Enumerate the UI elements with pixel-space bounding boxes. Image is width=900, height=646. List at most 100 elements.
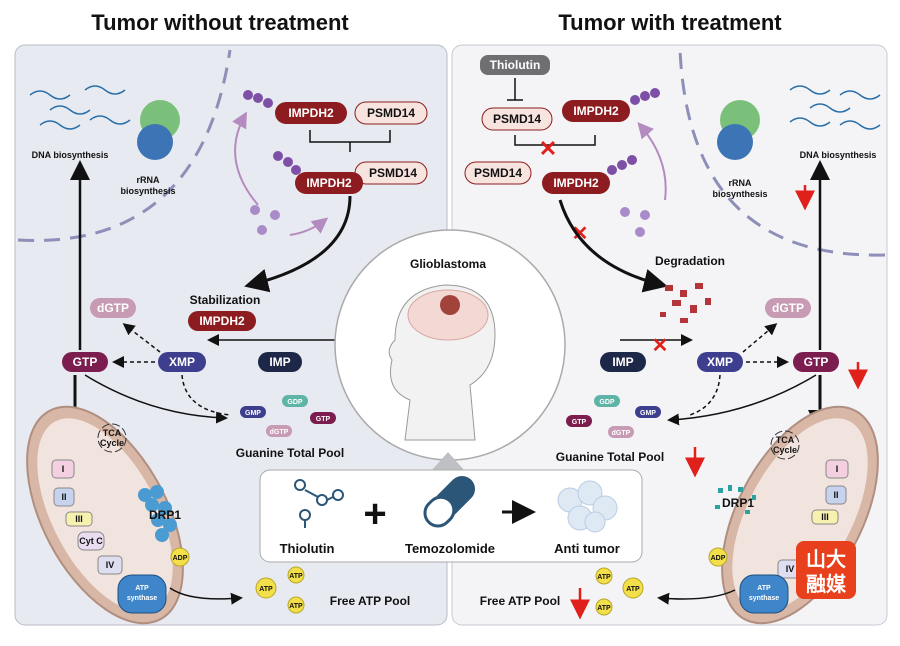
adp-molecule (708, 547, 728, 567)
binding-bracket (309, 130, 391, 152)
xmp-to-dgtp-arrow (122, 323, 161, 353)
psmd14-label: PSMD14 (474, 166, 522, 180)
impdh2-label: IMPDH2 (306, 176, 352, 190)
recycle-arrow (232, 111, 259, 206)
electron-transport-chain: I II III Cyt C IV (51, 459, 123, 575)
atp-synthase-label: ATP (135, 585, 149, 592)
atp-molecules: ATP ATP ATP (595, 567, 644, 616)
atp-export-arrow (169, 587, 243, 605)
impdh2-pill (188, 311, 256, 331)
glioblastoma-label: Glioblastoma (410, 257, 486, 271)
ubiquitin-bound (620, 207, 650, 237)
nucleus-membrane-left (17, 49, 232, 242)
ubiquitin-chain (607, 88, 660, 175)
inhibition-line (507, 78, 523, 101)
gtp-pill (62, 352, 108, 372)
rrna-label-left-2: biosynthesis (120, 186, 175, 196)
impdh2-label: IMPDH2 (288, 106, 334, 120)
gtp-label: GTP (316, 416, 331, 423)
psmd14-label: PSMD14 (369, 166, 417, 180)
thiolutin-pill (480, 55, 550, 75)
svg-text:ATP: ATP (289, 603, 303, 610)
gtp-pill (793, 352, 839, 372)
svg-text:ATP: ATP (259, 586, 273, 593)
nucleus-membrane-right (678, 49, 886, 257)
degraded-fragments (660, 283, 711, 323)
thiolutin-structure-icon (294, 479, 344, 528)
rrna-label-left: rRNA (136, 175, 160, 185)
drp1-label: DRP1 (722, 496, 754, 510)
thiolutin-label: Thiolutin (280, 541, 335, 556)
gtp-pill (566, 415, 592, 427)
atp-synthase (117, 574, 167, 614)
svg-text:TCA: TCA (776, 435, 795, 445)
atp-synthase (739, 574, 789, 614)
gtp-label: GTP (804, 355, 829, 369)
impdh2-pill (542, 172, 610, 194)
drp1-label: DRP1 (149, 508, 181, 522)
ubiquitin-chain (243, 90, 301, 175)
psmd14-pill (481, 107, 553, 131)
gtp-label: GTP (572, 419, 587, 426)
impdh2-label: IMPDH2 (199, 314, 245, 328)
block-x-icon: ✕ (652, 335, 669, 357)
atp-synthase-label: ATP (757, 585, 771, 592)
impdh2-pill (295, 172, 363, 194)
svg-text:IV: IV (106, 560, 115, 570)
atp-synthase-label-2: synthase (749, 595, 779, 602)
xmp-label: XMP (169, 355, 195, 369)
svg-text:ATP: ATP (626, 586, 640, 593)
svg-text:山大: 山大 (806, 548, 846, 571)
dgtp-label: dGTP (270, 429, 289, 436)
dna-biosynthesis-left: DNA biosynthesis (32, 150, 109, 160)
stabilization-label: Stabilization (190, 293, 261, 307)
adp-label: ADP (173, 555, 188, 562)
svg-text:ATP: ATP (597, 605, 611, 612)
gdp-label: GDP (599, 399, 615, 406)
free-ubiquitin (250, 205, 280, 235)
left-title: Tumor without treatment (91, 10, 349, 35)
head-brain-illustration (388, 284, 496, 441)
atp-synthase-label-2: synthase (127, 595, 157, 602)
atp-molecules: ATP ATP ATP (255, 566, 305, 614)
gmp-label: GMP (245, 410, 261, 417)
impdh2-label: IMPDH2 (573, 104, 619, 118)
psmd14-pill (354, 101, 428, 125)
ubiquitin-release-arrow (289, 217, 329, 236)
gtp-pill (310, 412, 336, 424)
dgtp-label: dGTP (612, 430, 631, 437)
imp-label: IMP (612, 355, 633, 369)
psmd14-pill (464, 161, 532, 185)
svg-text:I: I (836, 464, 839, 474)
free-atp-pool-label: Free ATP Pool (480, 594, 560, 608)
plus-icon: + (363, 492, 386, 536)
ribosome-icon (137, 100, 180, 160)
imp-pill (258, 352, 302, 372)
svg-text:III: III (821, 512, 829, 522)
gdp-pill (282, 395, 308, 407)
gmp-pill (240, 406, 266, 418)
rrna-label-right-2: biosynthesis (712, 189, 767, 199)
svg-text:IV: IV (786, 564, 795, 574)
degradation-arrow (558, 199, 668, 293)
pointer-triangle (432, 452, 464, 470)
gmp-pill (635, 406, 661, 418)
thiolutin-label: Thiolutin (490, 58, 541, 72)
fragmented-drp1 (715, 485, 756, 514)
svg-text:TCA: TCA (103, 428, 122, 438)
gtp-to-pool-arrow (84, 374, 228, 424)
svg-text:III: III (75, 514, 83, 524)
xmp-to-pool-arrow (181, 374, 231, 416)
adp-label: ADP (711, 555, 726, 562)
svg-text:I: I (62, 464, 65, 474)
psmd14-label: PSMD14 (493, 112, 541, 126)
dgtp-pill (608, 426, 634, 438)
block-x-icon: ✕ (539, 136, 557, 161)
capsule-icon (423, 475, 476, 528)
imp-label: IMP (269, 355, 290, 369)
impdh2-pill (275, 102, 347, 124)
svg-text:II: II (61, 492, 66, 502)
dgtp-pill (266, 425, 292, 437)
